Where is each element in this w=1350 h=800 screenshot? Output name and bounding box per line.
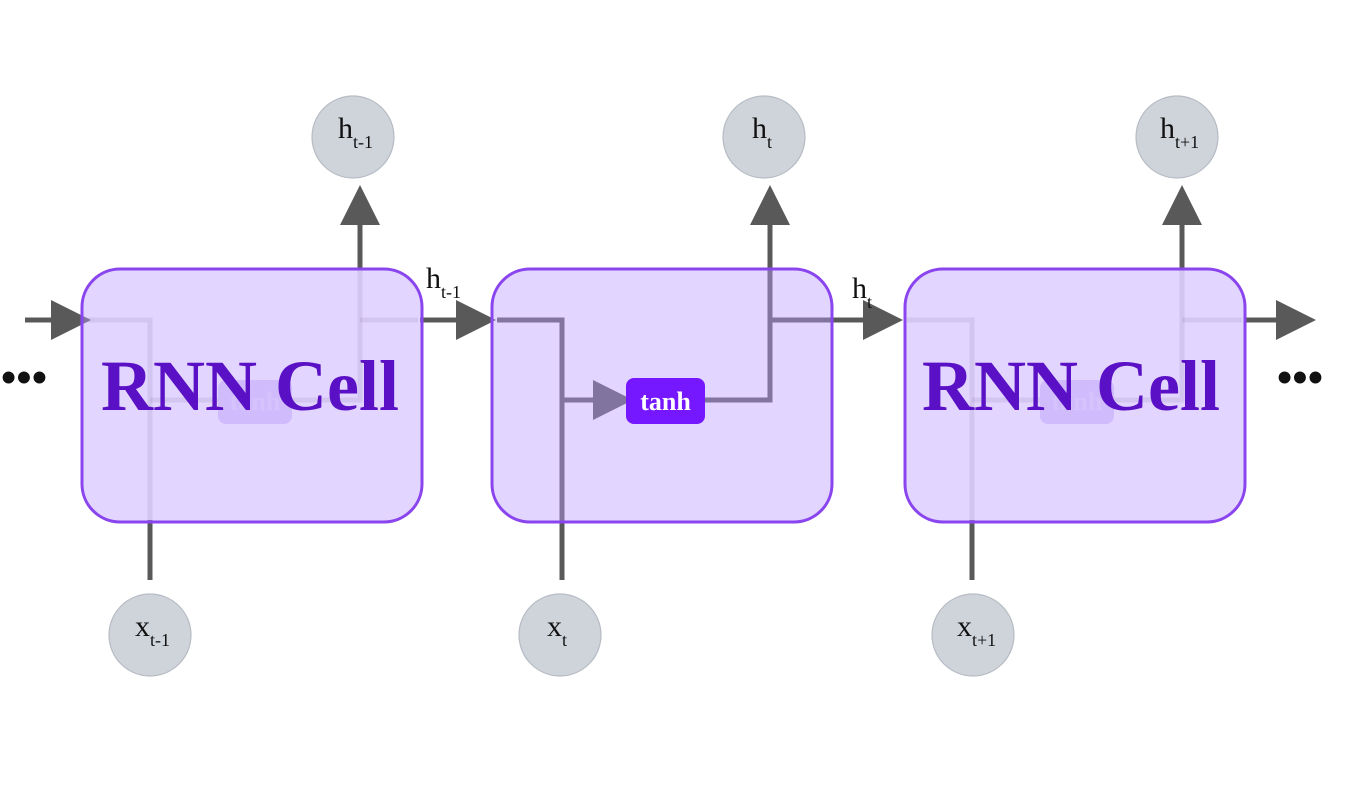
ellipsis-left: ••• — [1, 353, 47, 402]
input-node-sub: t-1 — [150, 630, 170, 650]
edge-label-sub: t — [867, 292, 872, 312]
edge-label-sub: t-1 — [441, 282, 461, 302]
external-connections — [25, 185, 1316, 580]
input-node-x-t: xt — [518, 593, 602, 677]
input-node-x-t-minus-1: xt-1 — [108, 593, 192, 677]
rnn-cell-left-label: RNN Cell — [101, 346, 399, 426]
edge-label-main: h — [426, 262, 441, 295]
svg-text:ht-1: ht-1 — [338, 112, 373, 152]
svg-text:xt: xt — [547, 610, 567, 650]
output-node-h-t-plus-1: ht+1 — [1135, 95, 1219, 179]
rnn-cell-left — [80, 267, 424, 524]
left-ghost-tanh-label: tanh — [230, 387, 281, 416]
output-node-main: h — [752, 112, 767, 145]
ellipsis-right: ••• — [1277, 353, 1323, 402]
svg-text:xt-1: xt-1 — [135, 610, 170, 650]
input-node-sub: t+1 — [972, 630, 996, 650]
input-node-main: x — [135, 610, 150, 643]
output-node-sub: t-1 — [353, 132, 373, 152]
output-node-h-t-minus-1: ht-1 — [311, 95, 395, 179]
svg-text:ht+1: ht+1 — [1160, 112, 1199, 152]
edge-label-h-t: ht — [852, 272, 872, 312]
output-node-h-t: ht — [722, 95, 806, 179]
right-cell-internals: tanh — [907, 268, 1242, 520]
tanh-label: tanh — [640, 387, 691, 416]
output-node-main: h — [1160, 112, 1175, 145]
input-node-main: x — [547, 610, 562, 643]
output-node-main: h — [338, 112, 353, 145]
left-cell-internals: tanh — [85, 268, 418, 520]
output-node-sub: t — [767, 132, 772, 152]
input-node-x-t-plus-1: xt+1 — [931, 593, 1015, 677]
svg-text:xt+1: xt+1 — [957, 610, 996, 650]
svg-text:ht: ht — [752, 112, 772, 152]
input-node-sub: t — [562, 630, 567, 650]
edge-label-h-t-minus-1: ht-1 — [426, 262, 461, 302]
rnn-cell-right — [903, 267, 1247, 524]
rnn-cell-right-label: RNN Cell — [922, 346, 1220, 426]
edge-label-main: h — [852, 272, 867, 305]
input-node-main: x — [957, 610, 972, 643]
tanh-activation-block: tanh — [626, 378, 705, 424]
output-node-sub: t+1 — [1175, 132, 1199, 152]
middle-cell-wiring — [497, 185, 903, 580]
right-ghost-tanh-label: tanh — [1052, 387, 1103, 416]
